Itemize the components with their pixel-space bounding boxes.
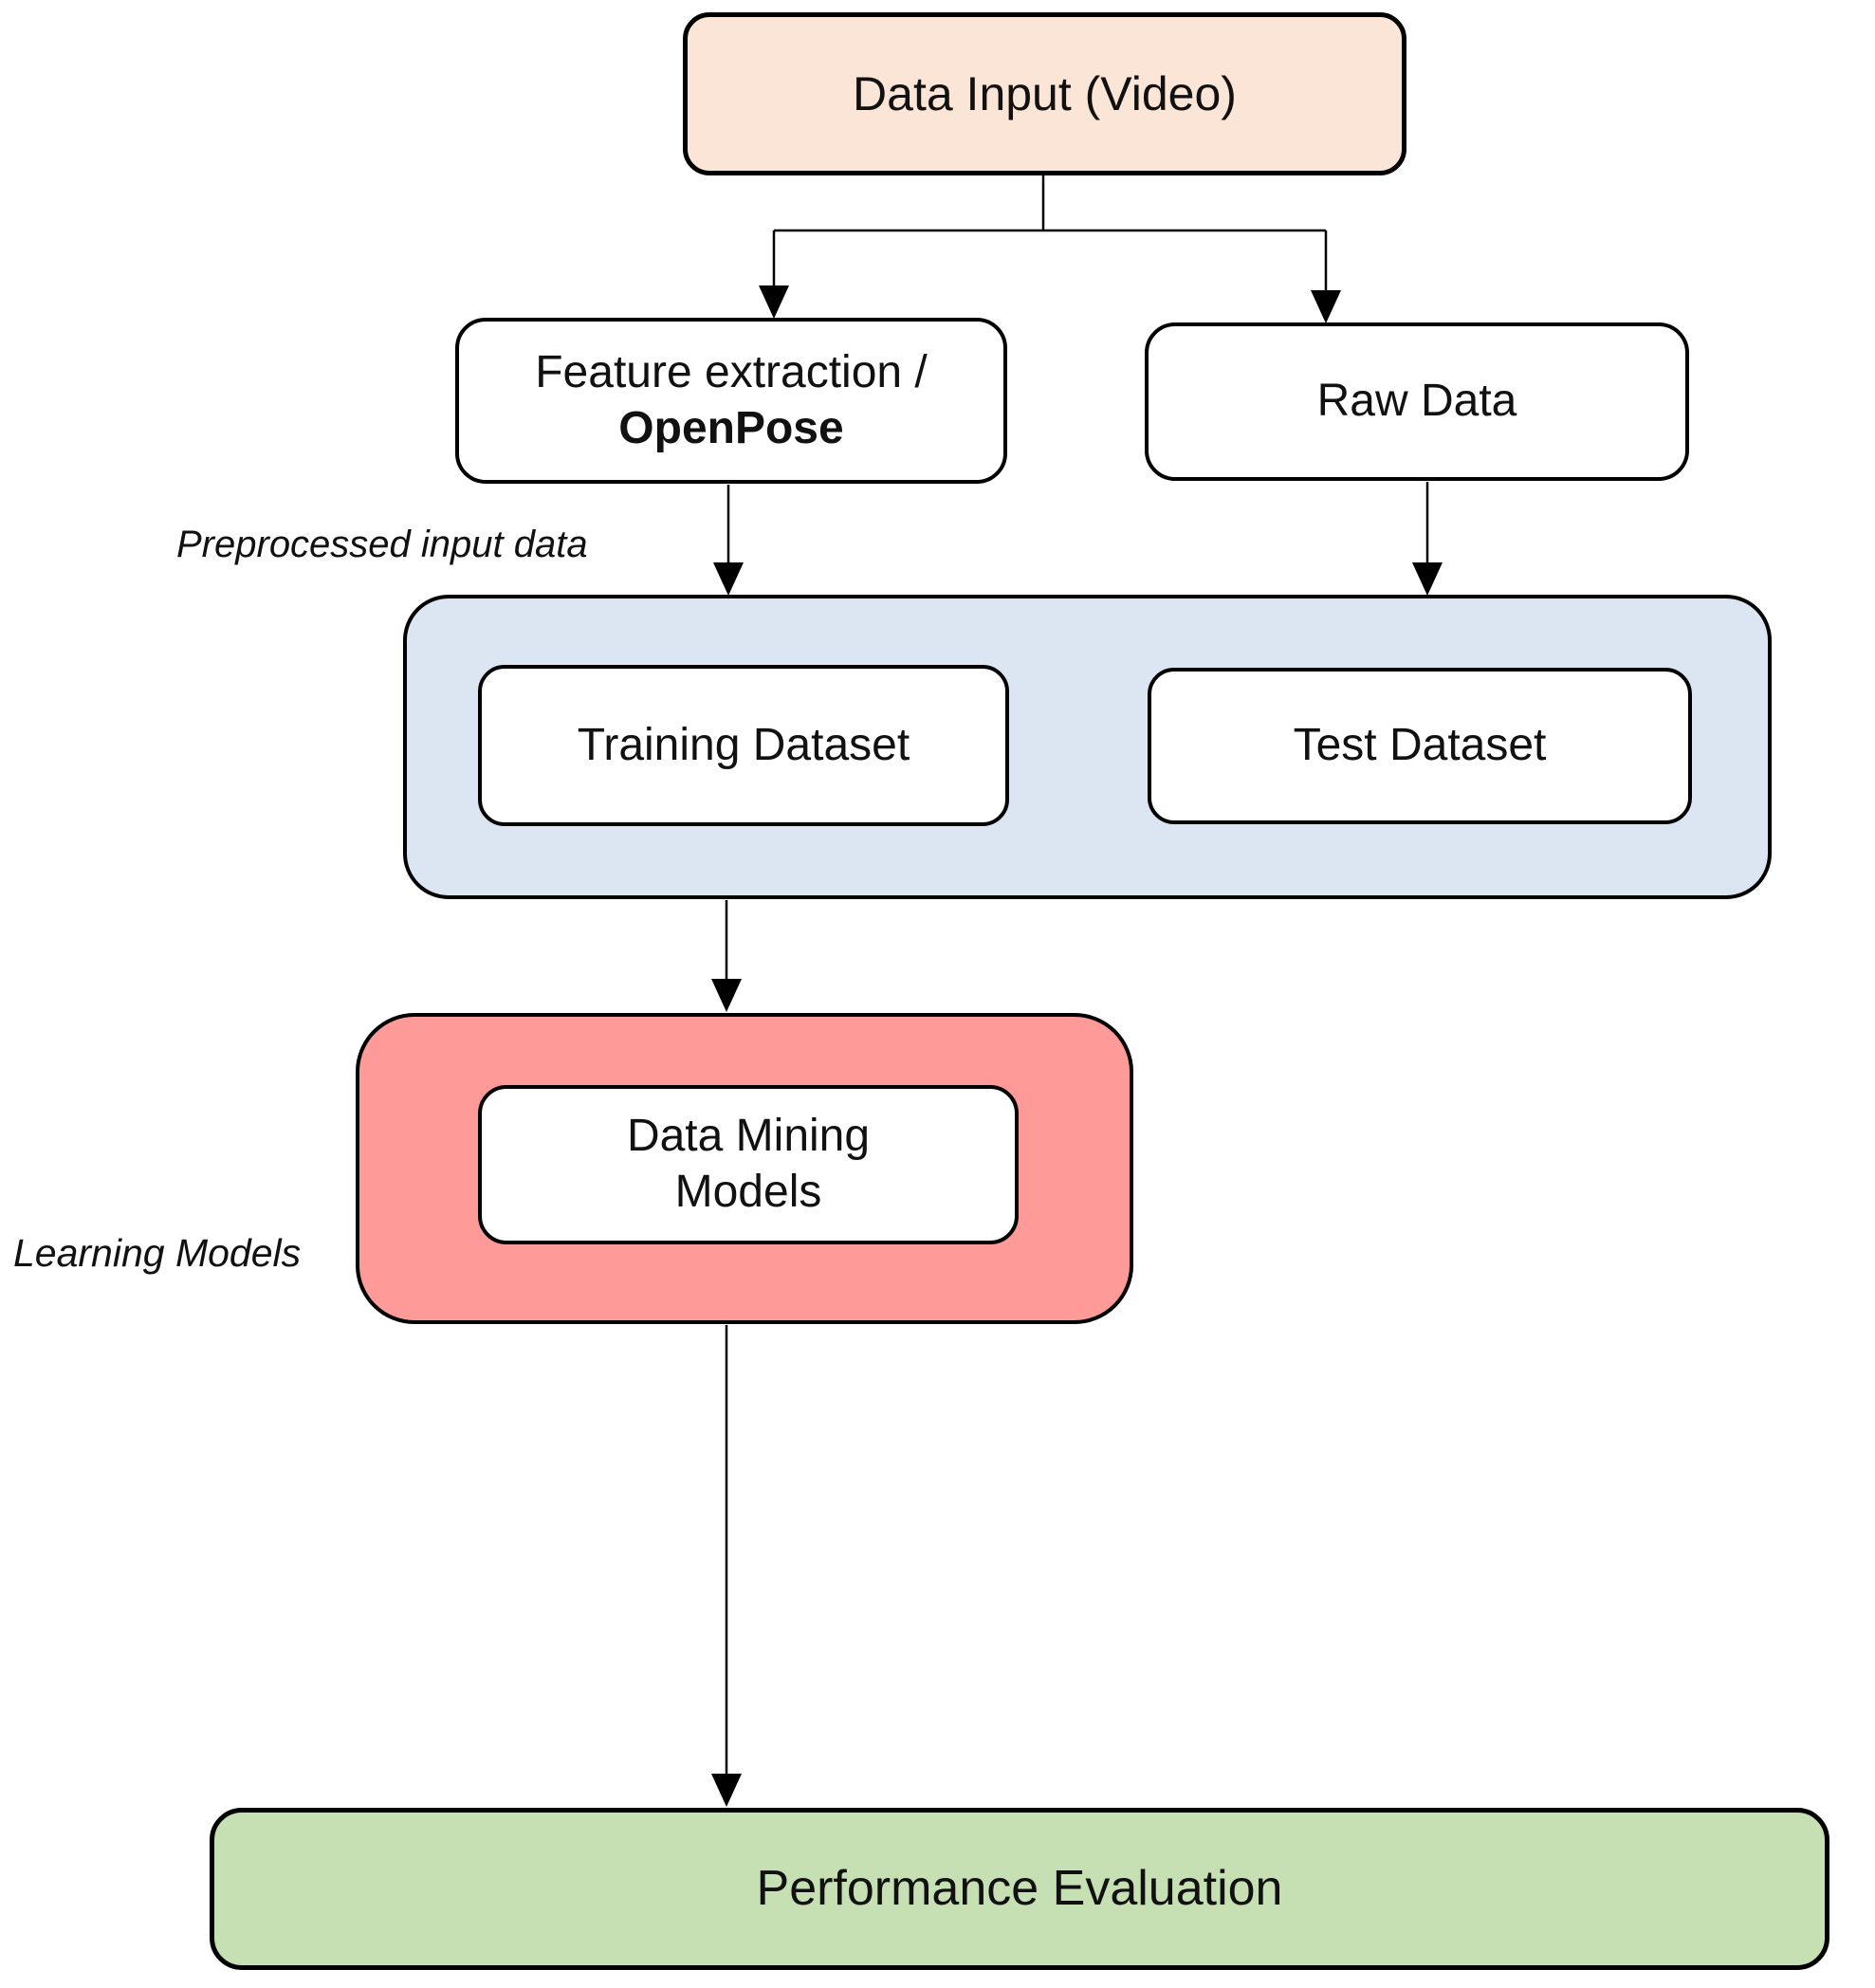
node-feature-extraction-label-line1: Feature extraction / — [535, 346, 928, 397]
node-data-mining-models-label-line1: Data Mining — [626, 1111, 871, 1162]
node-data-input-label: Data Input (Video) — [853, 66, 1237, 120]
annotation-preprocessed-input-data: Preprocessed input data — [176, 524, 588, 565]
node-data-input: Data Input (Video) — [683, 12, 1406, 175]
arrowhead-preprocessed-left — [713, 562, 744, 596]
node-raw-data-label: Raw Data — [1316, 376, 1517, 427]
node-data-mining-models: Data Mining Models — [478, 1085, 1019, 1244]
arrowhead-preprocessed-right — [1412, 562, 1443, 596]
node-training-dataset: Training Dataset — [478, 665, 1009, 826]
container-learning-models: Data Mining Models — [356, 1013, 1133, 1324]
node-performance-evaluation: Performance Evaluation — [210, 1808, 1829, 1970]
node-training-dataset-label: Training Dataset — [577, 719, 910, 770]
node-feature-extraction-label-line2: OpenPose — [618, 402, 844, 453]
node-raw-data: Raw Data — [1145, 322, 1689, 481]
arrowhead-feature-extraction — [759, 285, 789, 319]
arrowhead-performance — [711, 1774, 742, 1807]
node-data-mining-models-label-line2: Models — [674, 1167, 822, 1217]
container-preprocessed-input-data: Training Dataset Test Dataset — [403, 595, 1772, 899]
annotation-learning-models: Learning Models — [13, 1231, 302, 1275]
arrowhead-learning — [711, 979, 742, 1012]
node-test-dataset-label: Test Dataset — [1293, 720, 1547, 771]
node-test-dataset: Test Dataset — [1148, 668, 1692, 824]
node-performance-evaluation-label: Performance Evaluation — [756, 1860, 1283, 1916]
arrowhead-raw-data — [1311, 290, 1341, 323]
node-feature-extraction: Feature extraction / OpenPose — [455, 318, 1007, 484]
